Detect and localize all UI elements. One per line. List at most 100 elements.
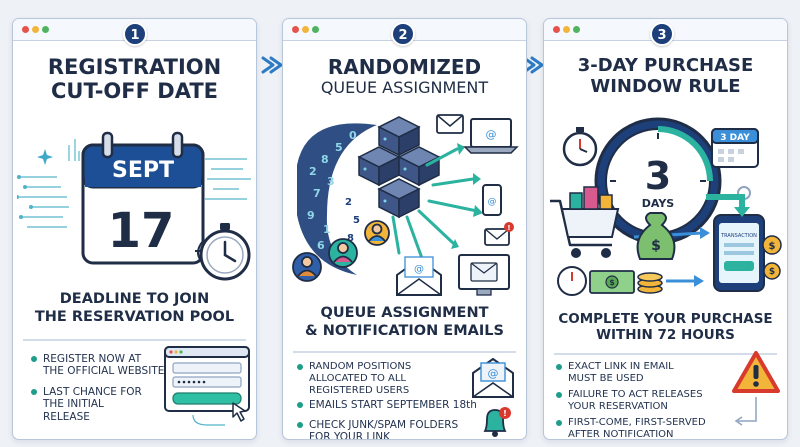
bullet-line: THE OFFICIAL WEBSITE [43,365,165,378]
bullet-dot-icon [556,420,562,426]
bell-alert-icon: ! [483,407,511,437]
subtitle-line: DEADLINE TO JOIN [59,291,210,307]
bullet-line: YOUR RESERVATION [568,400,668,412]
subtitle-line: COMPLETE YOUR PURCHASE [558,311,773,327]
calendar-month-text: SEPT [112,158,174,183]
bullet-line: AFTER NOTIFICATION [568,428,674,440]
bullet-line: FOR YOUR LINK [309,431,391,440]
calendar-day-text: 17 [108,203,175,259]
random-queue-illustration: 285 739 146 0 258 [292,114,519,296]
next-step-arrow-icon [261,56,283,74]
subtitle-line: & NOTIFICATION EMAILS [305,322,504,339]
bullet-dot-icon [297,422,303,428]
panel-subtitle: QUEUE ASSIGNMENT & NOTIFICATION EMAILS [283,305,526,340]
clock-number-text: 3 [645,154,671,198]
panel-title: 3-DAY PURCHASE WINDOW RULE [544,55,787,97]
svg-text:$: $ [651,238,661,254]
bullet-line: RELEASE [43,410,90,423]
title-line: QUEUE ASSIGNMENT [320,78,489,97]
step-panel-queue: 2 RANDOMIZED QUEUE ASSIGNMENT 285 739 14… [282,18,527,440]
bullet-item: CHECK JUNK/SPAM FOLDERS FOR YOUR LINK [297,419,459,440]
bullet-line: REGISTER NOW AT [43,353,142,365]
panel-subtitle: COMPLETE YOUR PURCHASE WITHIN 72 HOURS [544,311,787,344]
bullet-dot-icon [556,392,562,398]
svg-text:5: 5 [335,141,343,154]
window-minimize-dot [302,26,309,33]
step-number-badge: 2 [391,22,415,46]
svg-text:$: $ [769,241,776,252]
email-notification-icon: @ [472,357,514,398]
subtitle-line: THE RESERVATION POOL [34,308,235,325]
bullet-dot-icon [556,364,562,370]
panel-title: RANDOMIZED QUEUE ASSIGNMENT [283,56,526,97]
svg-text:0: 0 [349,129,357,142]
bullet-item: EXACT LINK IN EMAIL MUST BE USED [556,361,674,385]
window-maximize-dot [573,26,580,33]
svg-text:8: 8 [347,233,354,244]
bullet-dot-icon [31,389,37,395]
svg-text:@: @ [488,197,497,207]
window-close-dot [553,26,560,33]
window-maximize-dot [42,26,49,33]
svg-text:9: 9 [307,209,315,222]
svg-text:$: $ [609,278,615,287]
panel-title: REGISTRATION CUT-OFF DATE [13,55,256,103]
svg-text:!: ! [507,224,510,232]
svg-text:2: 2 [345,197,352,208]
window-close-dot [22,26,29,33]
panel-subtitle: DEADLINE TO JOIN THE RESERVATION POOL [13,291,256,326]
bullet-line: ALLOCATED TO ALL [309,372,406,384]
svg-text:7: 7 [313,187,321,200]
title-line: 3-DAY PURCHASE [577,55,754,76]
bullet-line: FIRST-COME, FIRST-SERVED [568,417,706,428]
svg-text:5: 5 [353,215,360,226]
bullet-line: MUST BE USED [568,372,644,384]
bullet-line: RANDOM POSITIONS [309,361,412,372]
bullet-line: LAST CHANCE FOR [43,386,142,398]
title-line: REGISTRATION [47,55,222,79]
subtitle-line: WITHIN 72 HOURS [596,327,735,344]
svg-text:@: @ [486,128,497,141]
svg-text:6: 6 [317,239,325,252]
bullet-line: THE INITIAL [43,398,104,411]
bullet-item: FAILURE TO ACT RELEASES YOUR RESERVATION [556,389,703,413]
svg-text:8: 8 [321,153,329,166]
step-panel-registration: 1 REGISTRATION CUT-OFF DATE SEPT 17 [12,18,257,440]
step-panel-purchase-window: 3 3-DAY PURCHASE WINDOW RULE 3 DAYS 3 DA… [543,18,788,440]
bullet-item: EMAILS START SEPTEMBER 18th [297,399,477,411]
svg-text:@: @ [488,367,499,380]
bullet-line: CHECK JUNK/SPAM FOLDERS [309,419,459,431]
bullet-dot-icon [297,364,303,370]
svg-text:2: 2 [309,165,317,178]
svg-text:$: $ [769,267,775,277]
title-line: RANDOMIZED [327,55,482,79]
step-number-badge: 3 [650,22,674,46]
section-divider [23,339,246,341]
svg-text:3: 3 [327,175,335,188]
registration-form-illustration [164,346,250,426]
calendar-3day-text: 3 DAY [720,133,750,143]
svg-text:@: @ [414,264,424,275]
next-step-arrow-icon [522,56,544,74]
svg-text:!: ! [503,409,507,418]
bullet-item: FIRST-COME, FIRST-SERVED AFTER NOTIFICAT… [556,417,706,440]
bullet-dot-icon [297,402,303,408]
section-divider [293,351,516,353]
warning-icon [732,351,780,426]
window-minimize-dot [563,26,570,33]
purchase-window-illustration: 3 DAYS 3 DAY TRANSACTION $ [550,117,782,296]
bullet-dot-icon [31,356,37,362]
section-divider [554,353,777,355]
bullet-item: RANDOM POSITIONS ALLOCATED TO ALL REGIST… [297,361,412,396]
bullet-line: FAILURE TO ACT RELEASES [568,389,703,400]
subtitle-line: QUEUE ASSIGNMENT [320,305,489,321]
svg-text:1: 1 [323,223,331,236]
window-maximize-dot [312,26,319,33]
bullet-line: REGISTERED USERS [309,384,410,396]
bullet-line: EMAILS START SEPTEMBER 18th [309,399,477,411]
clock-label-text: DAYS [642,197,675,210]
bullet-line: EXACT LINK IN EMAIL [568,361,674,372]
title-line: WINDOW RULE [590,75,741,97]
bullet-item: REGISTER NOW AT THE OFFICIAL WEBSITE [31,353,165,378]
bullet-item: LAST CHANCE FOR THE INITIAL RELEASE [31,386,142,423]
